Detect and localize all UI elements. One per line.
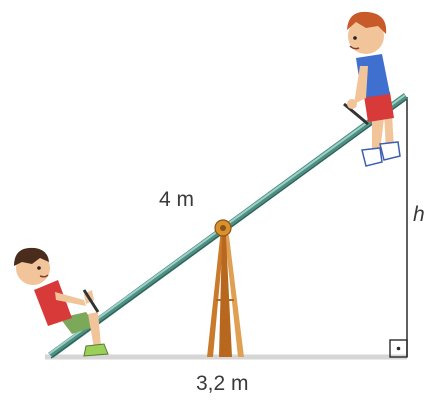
pivot-icon <box>214 219 232 237</box>
boy-high-icon <box>343 11 401 167</box>
boy-low-icon <box>14 247 109 357</box>
base-length-label: 3,2 m <box>196 372 249 395</box>
right-angle-marker-icon <box>389 339 408 358</box>
plank-length-label: 4 m <box>159 188 195 211</box>
height-label: h <box>413 203 425 226</box>
seesaw-support <box>207 229 244 357</box>
